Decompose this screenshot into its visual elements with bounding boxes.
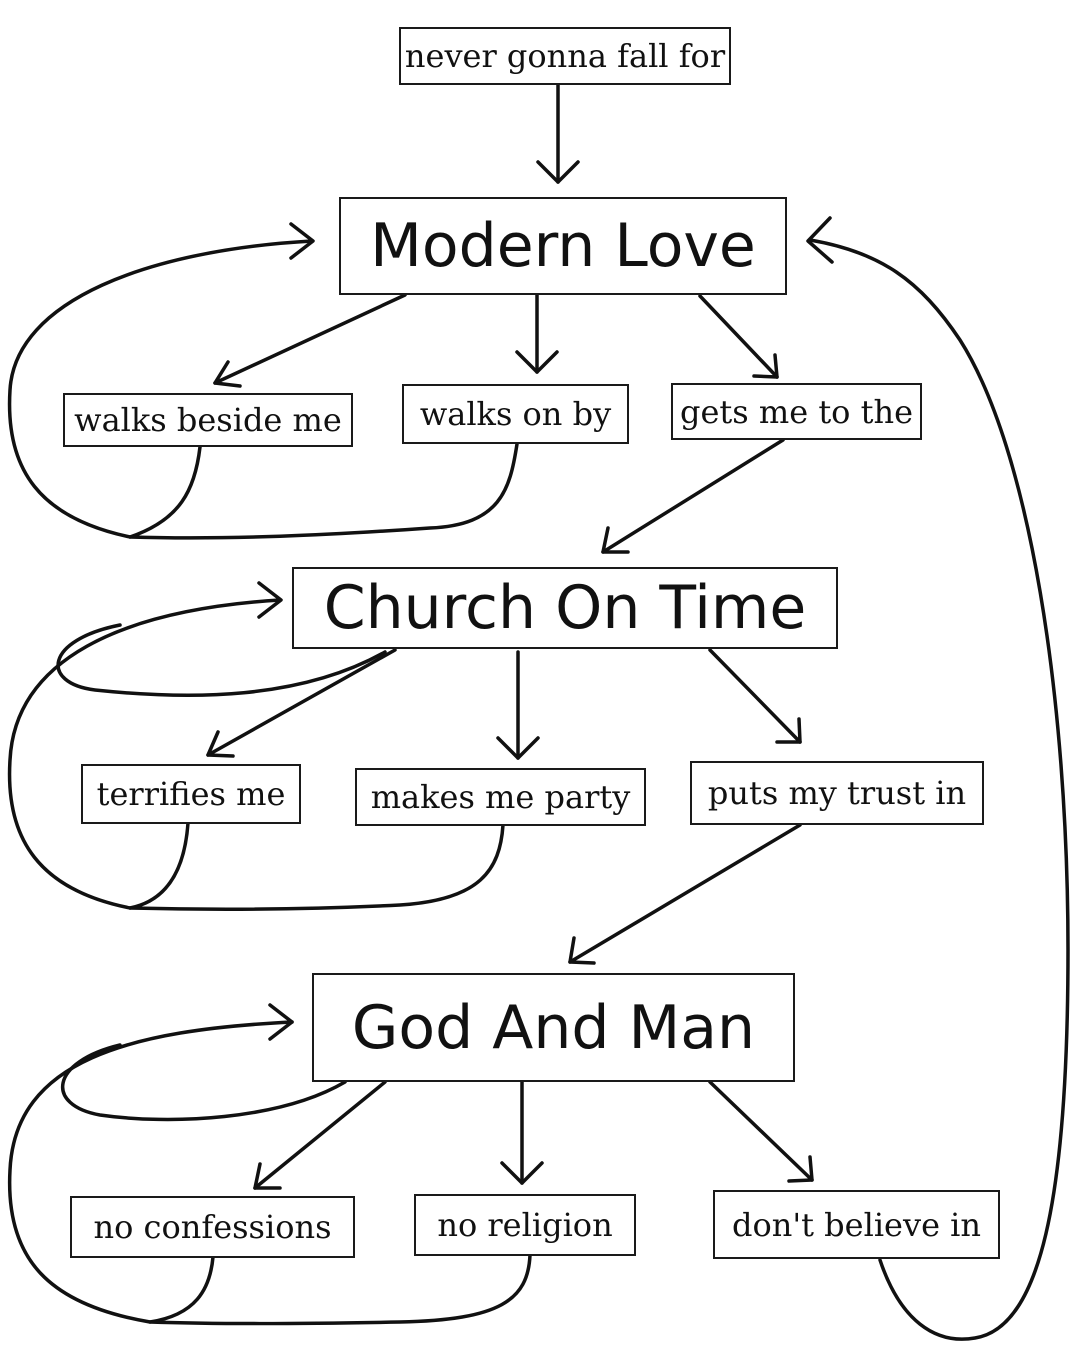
arrow-church-to-terrifies-me — [206, 648, 397, 757]
arrow-church-to-puts-my-trust-in — [708, 648, 802, 744]
arrowhead — [496, 736, 540, 760]
inner-loop-church — [56, 623, 387, 698]
arrow-god-to-no-confessions — [253, 1080, 387, 1190]
loop-walks-beside-me-to-modern-love — [7, 239, 314, 539]
arrow-gets-me-to-the-to-church-on-time — [601, 438, 785, 554]
stage-node-church-on-time: Church On Time — [292, 567, 838, 649]
loop-makes-me-party-to-church — [128, 823, 505, 911]
arrowhead — [601, 526, 630, 554]
arrowhead — [536, 160, 580, 184]
loop-walks-on-by-to-modern-love — [128, 442, 519, 540]
stage-node-god-and-man: God And Man — [312, 973, 795, 1082]
option-makes-me-party: makes me party — [355, 768, 646, 826]
loop-terrifies-me-to-church — [7, 598, 282, 910]
arrowhead — [806, 216, 834, 264]
arrow-puts-my-trust-in-to-god-and-man — [568, 823, 802, 964]
arrowhead — [257, 581, 283, 619]
arrow-modern-love-to-gets-me-to-the — [698, 294, 779, 379]
stage-node-modern-love: Modern Love — [339, 197, 787, 295]
start-node: never gonna fall for — [399, 27, 731, 85]
arrow-modern-love-to-walks-beside-me — [213, 293, 407, 385]
option-gets-me-to-the: gets me to the — [671, 383, 922, 440]
option-puts-my-trust-in: puts my trust in — [690, 761, 984, 825]
option-walks-on-by: walks on by — [402, 384, 629, 444]
arrowhead — [568, 936, 596, 965]
loop-no-religion-to-god — [148, 1253, 532, 1326]
arrowhead — [289, 222, 315, 260]
option-no-confessions: no confessions — [70, 1196, 355, 1258]
arrowhead — [268, 1003, 294, 1041]
arrowhead — [253, 1162, 282, 1190]
option-walks-beside-me: walks beside me — [63, 393, 353, 447]
option-terrifies-me: terrifies me — [81, 764, 301, 824]
arrowhead — [515, 350, 559, 374]
loop-dont-believe-in-to-modern-love — [808, 238, 1070, 1341]
arrowhead — [752, 353, 779, 379]
inner-loop-god — [60, 1043, 347, 1122]
arrowhead — [500, 1161, 544, 1185]
option-dont-believe-in: don't believe in — [713, 1190, 1000, 1259]
arrow-god-to-dont-believe-in — [708, 1080, 814, 1182]
arrowhead — [213, 360, 242, 388]
loop-no-confessions-to-god — [7, 1020, 294, 1324]
option-no-religion: no religion — [414, 1194, 636, 1256]
arrowhead — [775, 717, 802, 744]
arrowhead — [206, 730, 235, 758]
arrowhead — [787, 1155, 814, 1183]
